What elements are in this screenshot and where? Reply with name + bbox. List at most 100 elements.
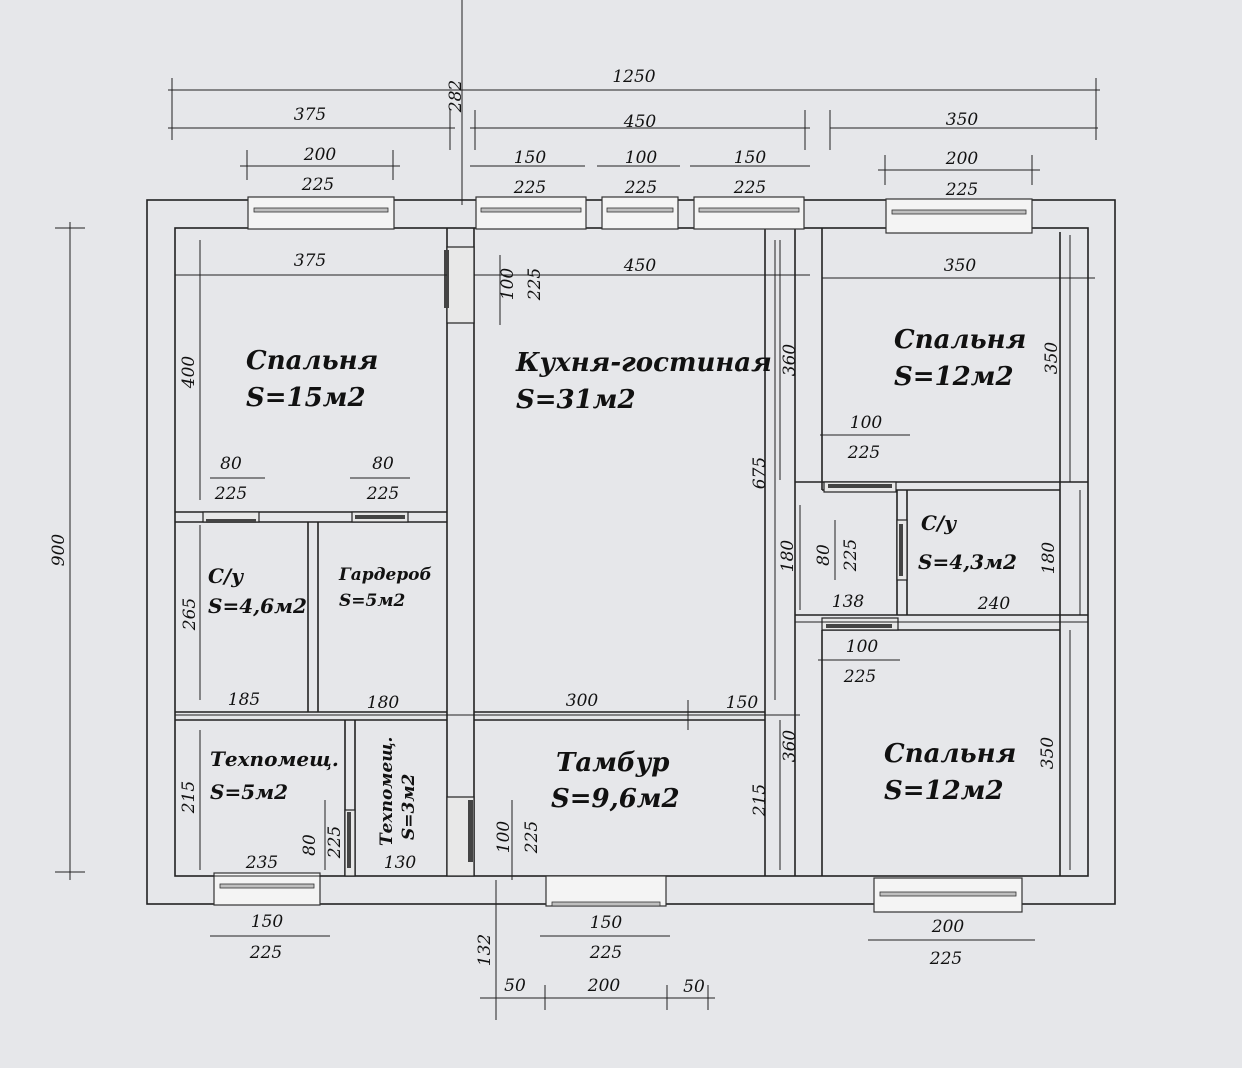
dim-br2-door-w: 100	[846, 637, 879, 657]
dim-360-top: 360	[780, 344, 800, 377]
dim-win3-w: 100	[625, 148, 658, 168]
room-area-vestibule: S=9,6м2	[551, 784, 680, 814]
dim-in-450: 450	[623, 256, 657, 276]
room-name-bedroom-top-right: Спальня	[894, 325, 1026, 355]
dim-bwin3-h: 225	[929, 949, 962, 969]
dim-br2-door-h: 225	[843, 667, 876, 687]
dim-total-height: 900	[49, 534, 69, 567]
dim-in-375: 375	[294, 251, 326, 271]
dim-win4-w: 150	[734, 148, 767, 168]
dim-bath-r-door-h: 225	[841, 539, 861, 572]
doors	[202, 246, 908, 877]
window-kitchen-3	[693, 196, 805, 230]
dim-in-350: 350	[944, 256, 977, 276]
dim-675: 675	[750, 457, 770, 489]
room-area-bedroom-left: S=15м2	[246, 383, 366, 413]
dim-top-350: 350	[946, 110, 979, 130]
dim-bwin1-w: 150	[251, 912, 284, 932]
door-bath-right	[896, 519, 908, 581]
top-dimension-labels: 1250 282 375 450 350 200 225 150 225 100…	[294, 67, 979, 200]
room-area-bath-right: S=4,3м2	[918, 550, 1017, 574]
door-entry	[446, 796, 475, 877]
dim-tech-130: 130	[384, 853, 417, 873]
dim-br-door-w: 100	[850, 413, 883, 433]
dim-win4-h: 225	[733, 178, 766, 198]
inner-dimension-labels: 375 450 350 100 225 400 350 360 675 80 2…	[179, 251, 1062, 873]
dim-top-450: 450	[623, 112, 657, 132]
room-name-vestibule: Тамбур	[556, 748, 669, 778]
windows	[213, 196, 1033, 913]
window-tech-left	[213, 872, 321, 906]
dim-240: 240	[977, 594, 1011, 614]
dim-bwin2-h: 225	[589, 943, 622, 963]
dim-total-width: 1250	[612, 67, 655, 87]
dim-138: 138	[832, 592, 865, 612]
dim-left-215: 215	[179, 781, 199, 814]
dim-50b: 50	[683, 977, 705, 997]
room-name-tech-small: Техпомещ.	[377, 737, 397, 846]
dim-tech-door-h: 225	[325, 826, 345, 859]
dim-300: 300	[566, 691, 599, 711]
dim-top-375: 375	[294, 105, 326, 125]
room-labels: Спальня S=15м2 Кухня-гостиная S=31м2 Спа…	[208, 325, 1026, 846]
door-bath-left	[202, 511, 260, 523]
room-name-tech-left: Техпомещ.	[210, 747, 339, 771]
dim-door-kitchen-h: 225	[525, 268, 545, 301]
dim-win5-h: 225	[945, 180, 978, 200]
dim-win1-w: 200	[303, 145, 337, 165]
room-area-wardrobe: S=5м2	[339, 591, 406, 611]
dim-235: 235	[245, 853, 278, 873]
room-name-bedroom-left: Спальня	[246, 346, 378, 376]
dim-win3-h: 225	[624, 178, 657, 198]
dim-200: 200	[587, 976, 621, 996]
room-area-tech-small: S=3м2	[399, 773, 419, 840]
top-dimension-lines	[168, 0, 1100, 205]
room-name-wardrobe: Гардероб	[338, 565, 432, 585]
window-bedroom-top-right	[885, 198, 1033, 234]
room-name-bath-left: С/у	[208, 564, 244, 588]
window-bedroom-bottom-right	[873, 877, 1023, 913]
dim-282: 282	[446, 80, 466, 113]
dim-vert-215: 215	[750, 784, 770, 817]
dim-hall-180: 180	[778, 540, 798, 573]
door-bedroom-top-right	[823, 481, 897, 493]
room-area-tech-left: S=5м2	[210, 780, 288, 804]
window-kitchen-2	[601, 196, 679, 230]
dim-50a: 50	[504, 976, 526, 996]
dim-win2-w: 150	[514, 148, 547, 168]
dim-185: 185	[228, 690, 260, 710]
door-bedroom-bottom-right	[821, 617, 899, 631]
dim-entry-door-w: 100	[494, 821, 514, 854]
inner-dimension-lines	[175, 235, 1095, 880]
bottom-dimension-lines	[210, 880, 1035, 1020]
room-name-kitchen: Кухня-гостиная	[515, 348, 772, 378]
dim-bath-door1-h: 225	[214, 484, 247, 504]
dim-ward-door-h: 225	[366, 484, 399, 504]
room-name-bath-right: С/у	[921, 511, 957, 535]
window-kitchen-1	[475, 196, 587, 230]
dim-right-350-bottom: 350	[1038, 737, 1058, 770]
dim-132: 132	[475, 934, 495, 966]
dim-bath-door1-w: 80	[220, 454, 242, 474]
dim-left-400: 400	[179, 356, 199, 390]
dim-win1-h: 225	[301, 175, 334, 195]
dim-bath-r-180: 180	[1039, 542, 1059, 575]
dim-win2-h: 225	[513, 178, 546, 198]
dim-150: 150	[726, 693, 759, 713]
dim-right-350-top: 350	[1042, 342, 1062, 375]
room-area-bath-left: S=4,6м2	[208, 594, 307, 618]
room-area-bedroom-top-right: S=12м2	[894, 362, 1014, 392]
dim-bath-r-door-w: 80	[814, 544, 834, 566]
dim-win5-w: 200	[945, 149, 979, 169]
dim-br-door-h: 225	[847, 443, 880, 463]
dim-bwin2-w: 150	[590, 913, 623, 933]
dim-bwin3-w: 200	[931, 917, 965, 937]
room-area-kitchen: S=31м2	[516, 385, 636, 415]
door-kitchen-top	[444, 246, 475, 324]
window-bedroom-left	[247, 196, 395, 230]
left-dimension-lines	[55, 222, 85, 880]
door-wardrobe	[351, 511, 409, 523]
dim-ward-door-w: 80	[372, 454, 394, 474]
room-name-bedroom-bottom-right: Спальня	[884, 739, 1016, 769]
